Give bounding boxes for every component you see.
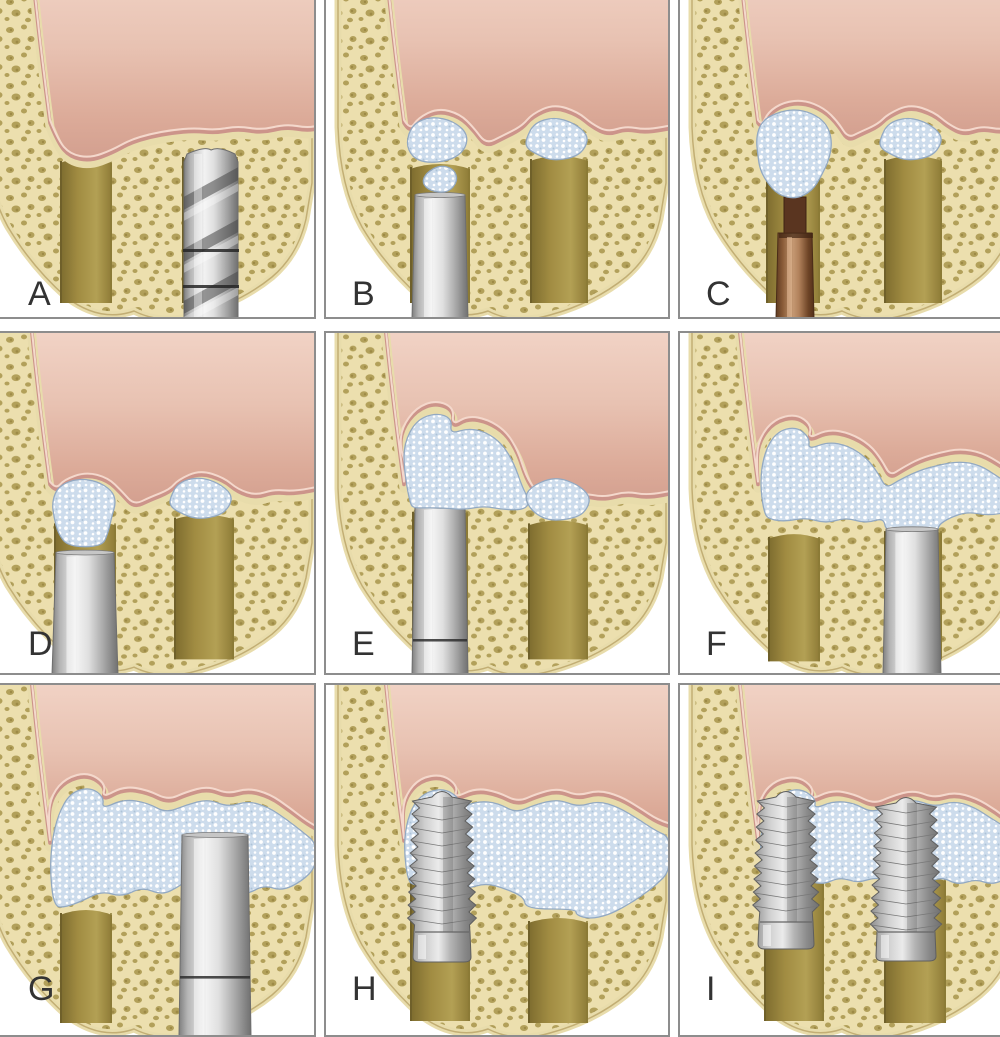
panel-b-illustration [334,0,668,317]
bone-graft-material [756,109,942,199]
panel-d: D [0,331,316,675]
dental-implant [752,791,943,962]
surgical-instrument [411,503,469,673]
panel-i-label: I [706,970,716,1008]
bone-graft-material [404,789,668,919]
bone-graft-material [403,413,590,521]
surgical-instrument-front [882,526,942,673]
panel-a-label: A [28,275,51,313]
panel-i-illustration [688,685,1000,1035]
panel-c-label: C [706,275,731,313]
sinus-cavity [34,0,314,164]
panel-c: C [678,0,1000,319]
panel-b: B [324,0,670,319]
panel-i: I [678,683,1000,1037]
bone-graft-material [760,427,1000,534]
dental-implant [406,791,478,963]
sinus-membrane [735,333,1000,493]
bone-graft-material [406,117,588,193]
panel-d-label: D [28,625,53,663]
panel-e-label: E [352,625,375,663]
osteotomy-channel [60,910,112,1023]
sinus-cavity [388,0,668,149]
panel-g-illustration [0,685,314,1035]
panel-f-label: F [706,625,727,663]
sinus-membrane [27,685,314,852]
panel-g-label: G [28,970,55,1008]
panel-a-illustration [0,0,314,317]
sinus-membrane [30,0,314,169]
panel-f-illustration [688,333,1000,673]
panel-b-label: B [352,275,375,313]
panel-f: F [678,331,1000,675]
panel-e-illustration [334,333,668,673]
sinus-cavity [385,685,668,845]
panel-a: A [0,0,316,319]
sinus-cavity [31,333,314,510]
sinus-cavity [385,333,668,508]
panel-h-label: H [352,970,377,1008]
panel-g: G [0,683,316,1037]
sinus-cavity [739,685,1000,845]
surgical-instrument [775,196,815,317]
surgical-instrument-front [178,832,252,1035]
bone-graft-material [52,477,232,548]
surgical-instrument [51,549,119,673]
surgical-instrument [411,192,469,317]
sinus-cavity [739,333,1000,489]
panel-c-illustration [688,0,1000,317]
sinus-membrane [381,685,668,850]
panel-d-illustration [0,333,314,673]
sinus-cavity [31,685,314,847]
panel-h-illustration [334,685,668,1035]
panel-e: E [324,331,670,675]
surgical-instrument-front [183,148,239,317]
panel-h: H [324,683,670,1037]
